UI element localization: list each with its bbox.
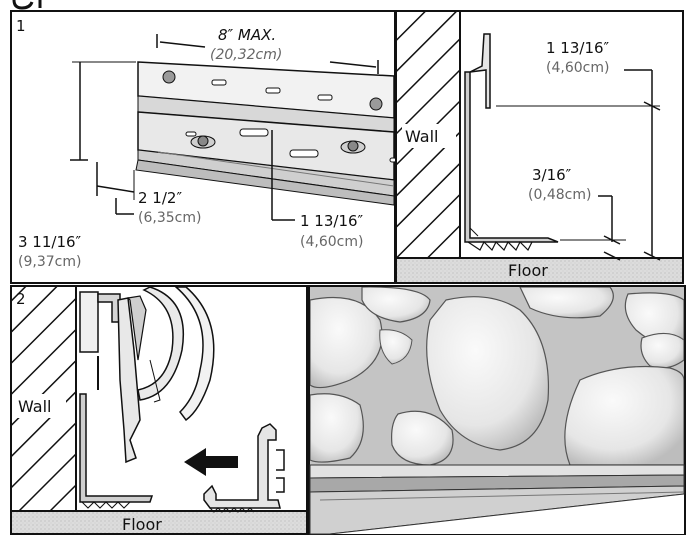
section-top-metric: (4,60cm)	[546, 60, 609, 76]
panel-section: Wall Floor 1 13/16″ (4,60cm) 3	[395, 10, 684, 284]
floor-label-2: Floor	[122, 515, 162, 534]
trim-section-profile	[464, 33, 559, 252]
insert-direction-arrow	[184, 448, 238, 476]
installed-profile	[79, 291, 154, 509]
floor-strip-2	[12, 511, 306, 533]
loose-profile	[203, 423, 285, 513]
floor-strip	[397, 258, 682, 282]
panel-2-number: 2	[16, 290, 26, 308]
wall-label-2: Wall	[18, 397, 52, 416]
floor-label: Floor	[508, 261, 548, 280]
panel-1: 1	[10, 10, 397, 284]
section-top-label: 1 13/16″	[546, 39, 610, 57]
dim-c-label: 3 11/16″	[18, 233, 82, 251]
max-gap-metric: (20,32cm)	[210, 47, 282, 63]
dim-b: 1 13/16″ (4,60cm)	[271, 130, 364, 250]
flexing-panel	[117, 286, 215, 464]
dim-c-metric: (9,37cm)	[18, 254, 81, 270]
trim-profile	[135, 61, 397, 206]
dim-b-metric: (4,60cm)	[300, 234, 363, 250]
dim-overall-height: 3 11/16″ (9,37cm)	[18, 61, 136, 270]
dim-a-label: 2 1/2″	[138, 189, 182, 207]
dim-section-bottom: 3/16″ (0,48cm)	[528, 166, 626, 261]
dim-b-label: 1 13/16″	[300, 212, 364, 230]
stone-panel-render	[308, 285, 686, 535]
dim-a: 2 1/2″ (6,35cm)	[138, 189, 201, 226]
dim-section-top: 1 13/16″ (4,60cm)	[496, 39, 661, 261]
panel-1-number: 1	[16, 17, 26, 35]
dim-a-metric: (6,35cm)	[138, 210, 201, 226]
section-bottom-metric: (0,48cm)	[528, 187, 591, 203]
title-fragment	[12, 0, 42, 10]
dim-max-gap: 8″ MAX. (20,32cm)	[156, 26, 379, 74]
wall-label: Wall	[405, 127, 439, 146]
max-gap-label: 8″ MAX.	[218, 26, 276, 44]
panel-2: 2 Wall Floor	[10, 285, 308, 535]
section-bottom-label: 3/16″	[532, 166, 572, 184]
